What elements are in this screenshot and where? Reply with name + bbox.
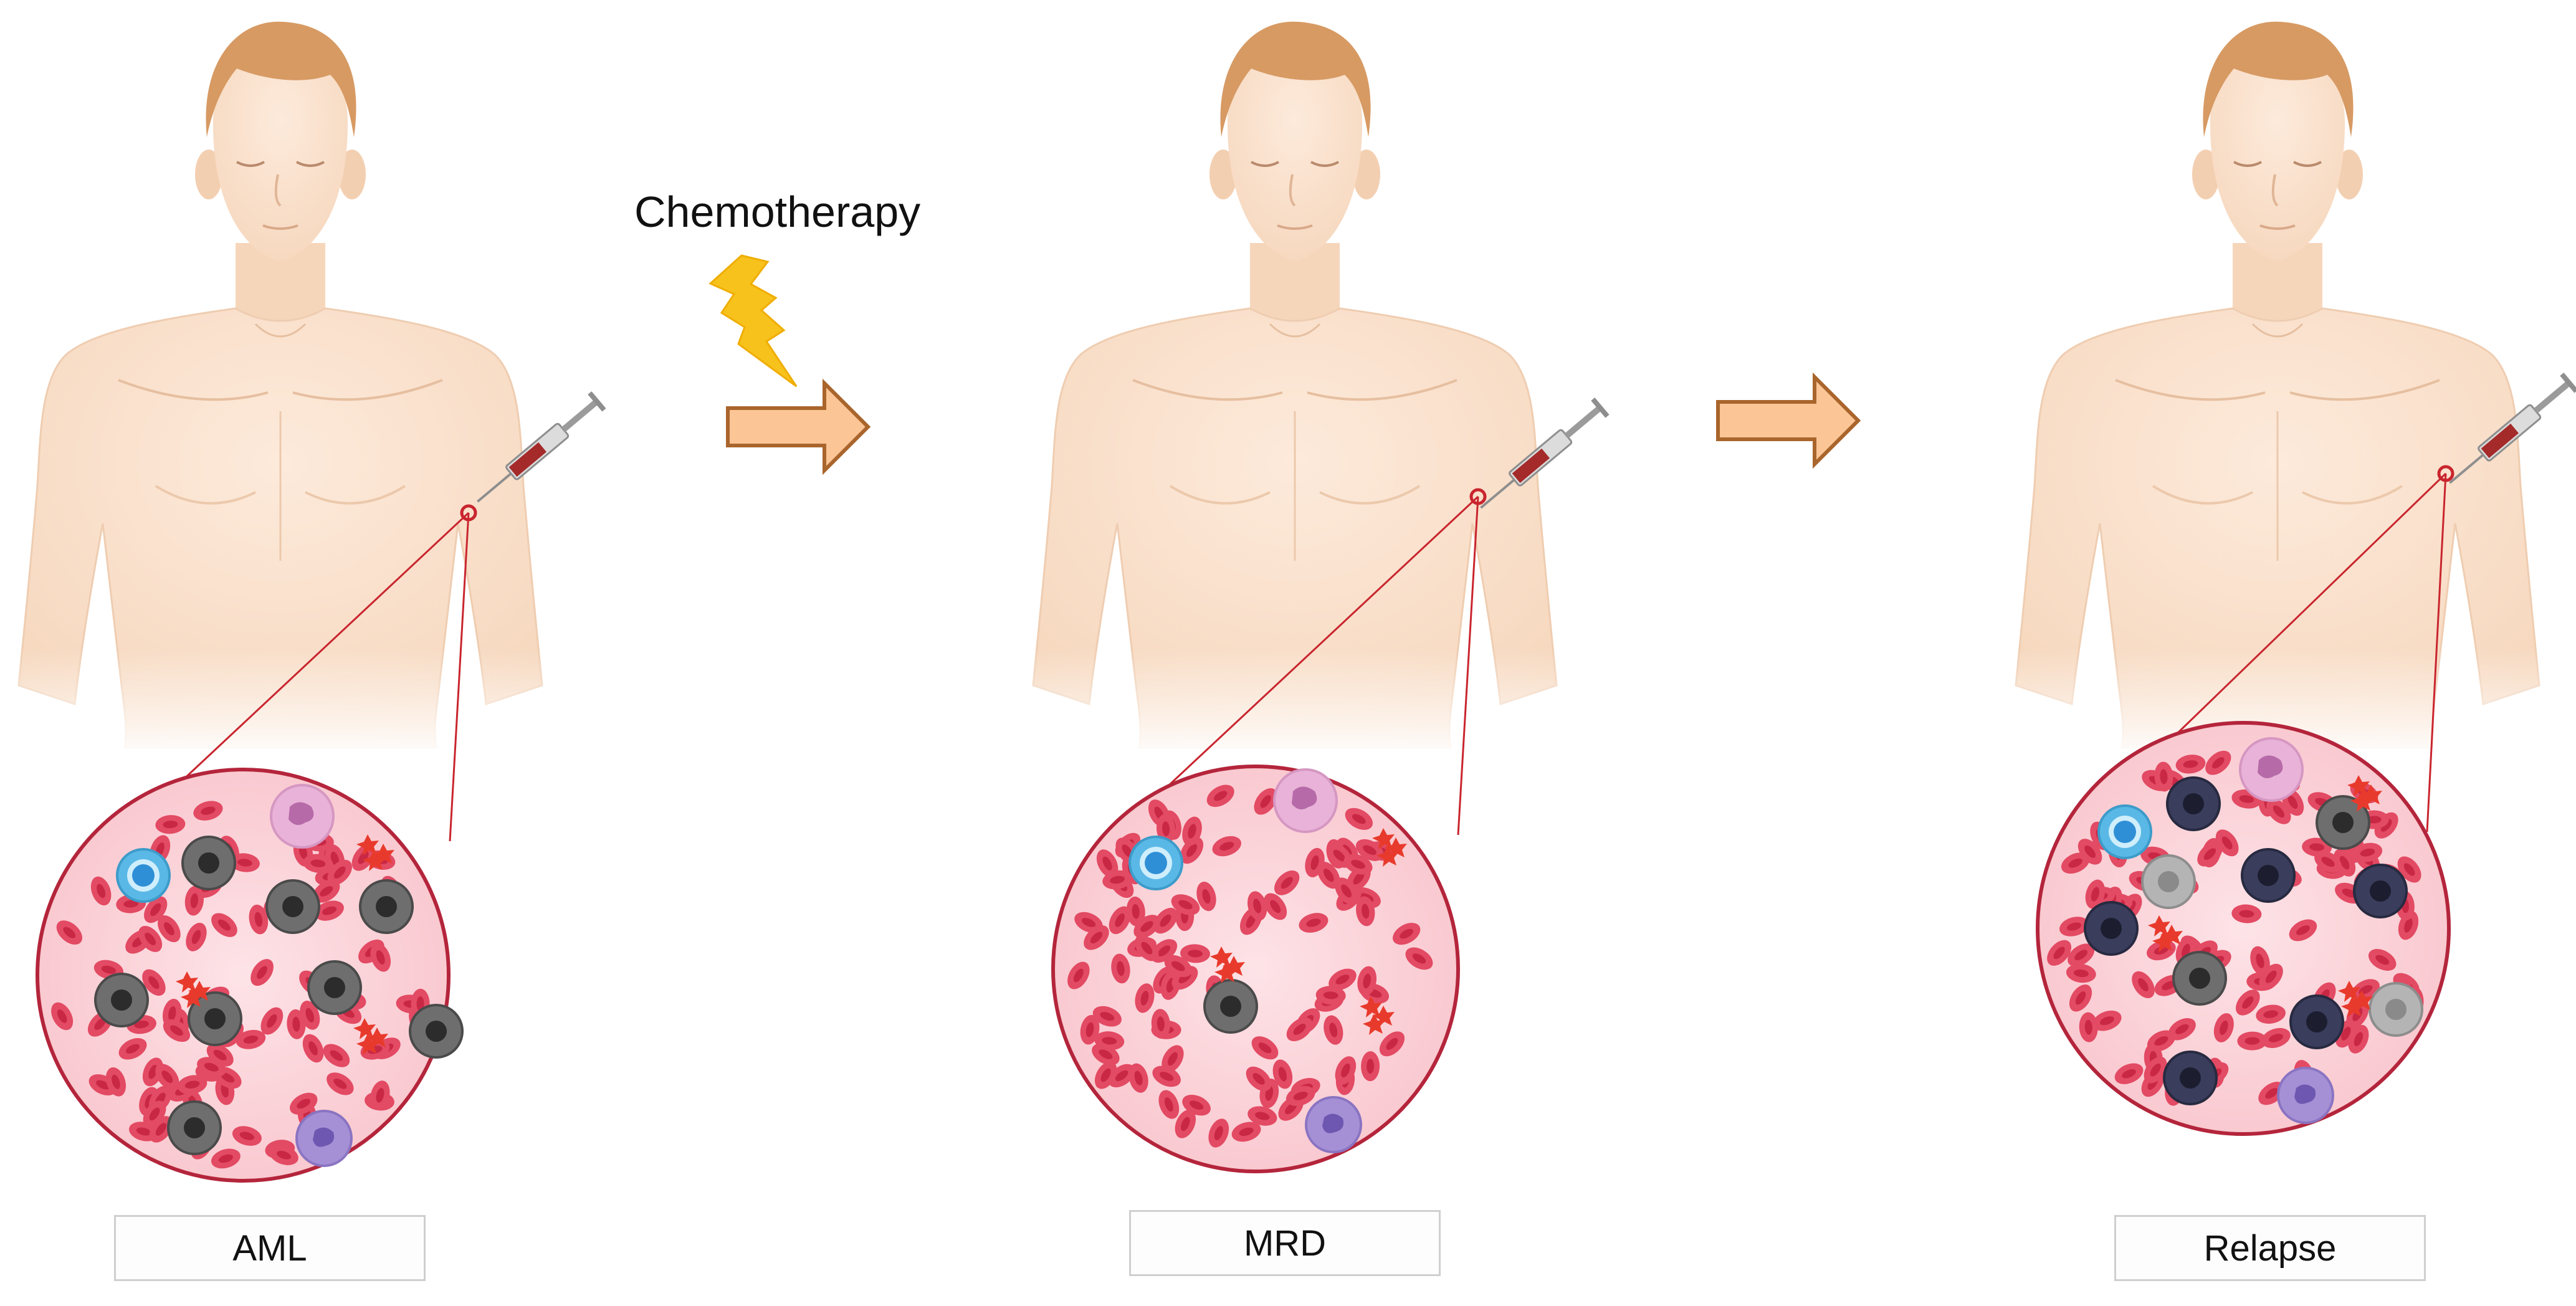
blast-cell xyxy=(2289,994,2344,1049)
blast-cell xyxy=(265,879,320,934)
stage-label-aml: AML xyxy=(114,1215,426,1281)
blast-cell xyxy=(2368,982,2423,1037)
blast-cell xyxy=(167,1100,222,1155)
stage-label-relapse: Relapse xyxy=(2114,1215,2426,1281)
blast-cell xyxy=(359,879,414,934)
zoom-lines-relapse xyxy=(2155,465,2454,832)
stage-label-mrd: MRD xyxy=(1129,1210,1441,1276)
monocyte xyxy=(2239,737,2304,802)
blast-cell xyxy=(1203,979,1258,1034)
blast-cell xyxy=(2353,864,2408,918)
blast-cell xyxy=(94,973,149,1027)
eosinophil xyxy=(1305,1096,1362,1153)
arrow-right-icon xyxy=(728,383,868,470)
chemotherapy-label: Chemotherapy xyxy=(634,188,921,236)
eosinophil xyxy=(2277,1067,2334,1124)
eosinophil xyxy=(295,1110,353,1167)
patient-figure-mrd xyxy=(1007,20,1583,762)
blood-cells-zoom-icon xyxy=(2036,721,2451,1136)
person-body-icon xyxy=(1007,20,1583,762)
person-body-icon xyxy=(0,20,568,762)
blast-cell xyxy=(2241,848,2296,903)
blast-cell xyxy=(2141,854,2196,909)
blood-cells-zoom-icon xyxy=(36,768,464,1183)
blast-cell xyxy=(2163,1051,2218,1105)
blast-cell xyxy=(307,960,362,1015)
zoom-lines-mrd xyxy=(1158,488,1487,836)
lymphocyte xyxy=(1128,836,1183,890)
blast-cell xyxy=(2172,951,2227,1006)
blood-cells-zoom-icon xyxy=(1051,765,1460,1173)
zoom-lines-aml xyxy=(179,504,477,842)
blast-cell xyxy=(181,836,236,890)
lymphocyte xyxy=(116,848,171,903)
person-body-icon xyxy=(1990,20,2565,762)
lightning-bolt-icon xyxy=(708,254,798,388)
lymphocyte xyxy=(2097,804,2152,859)
arrow-right-icon xyxy=(1718,377,1858,464)
monocyte xyxy=(1273,768,1338,833)
blast-cell xyxy=(2166,776,2221,831)
monocyte xyxy=(270,784,335,849)
patient-figure-relapse xyxy=(1990,20,2565,762)
blast-cell xyxy=(409,1004,464,1059)
patient-figure-aml xyxy=(0,20,568,762)
blast-cell xyxy=(2084,901,2139,956)
